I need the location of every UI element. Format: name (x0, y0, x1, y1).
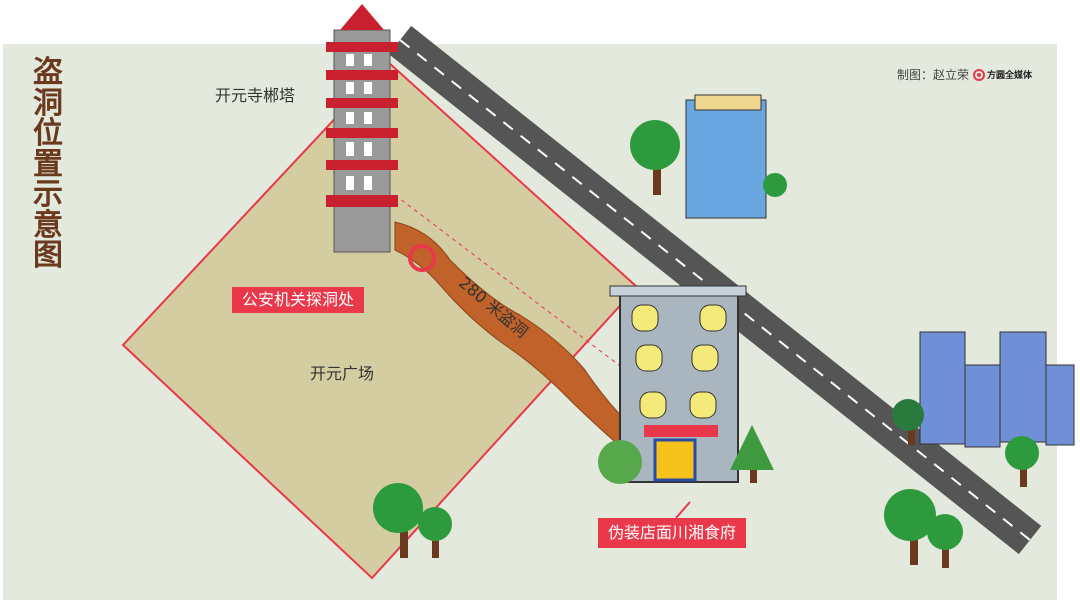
skyscrapers (919, 331, 1075, 448)
logo-text: 方圆全媒体 (987, 71, 1033, 81)
media-logo: 方圆全媒体 (973, 68, 1032, 81)
probe-point-marker (408, 244, 436, 272)
trees (373, 120, 1039, 568)
police-probe-label: 公安机关探洞处 (232, 287, 365, 313)
tower (326, 4, 398, 253)
office-building (685, 94, 767, 219)
credit-text: 制图：赵立荣 (897, 68, 970, 82)
credit: 制图：赵立荣 方圆全媒体 (897, 66, 1032, 83)
tower-label: 开元寺郴塔 (215, 86, 296, 105)
logo-icon (973, 68, 986, 81)
restaurant-building (609, 285, 747, 483)
tunnel-distance-line (394, 194, 629, 373)
plaza-area (121, 60, 639, 580)
shop-label: 伪装店面川湘食府 (598, 518, 747, 548)
diagram-title: 盗洞位置示意图 (33, 55, 63, 273)
shop-pointer (675, 501, 691, 519)
plaza-label: 开元广场 (310, 364, 375, 383)
